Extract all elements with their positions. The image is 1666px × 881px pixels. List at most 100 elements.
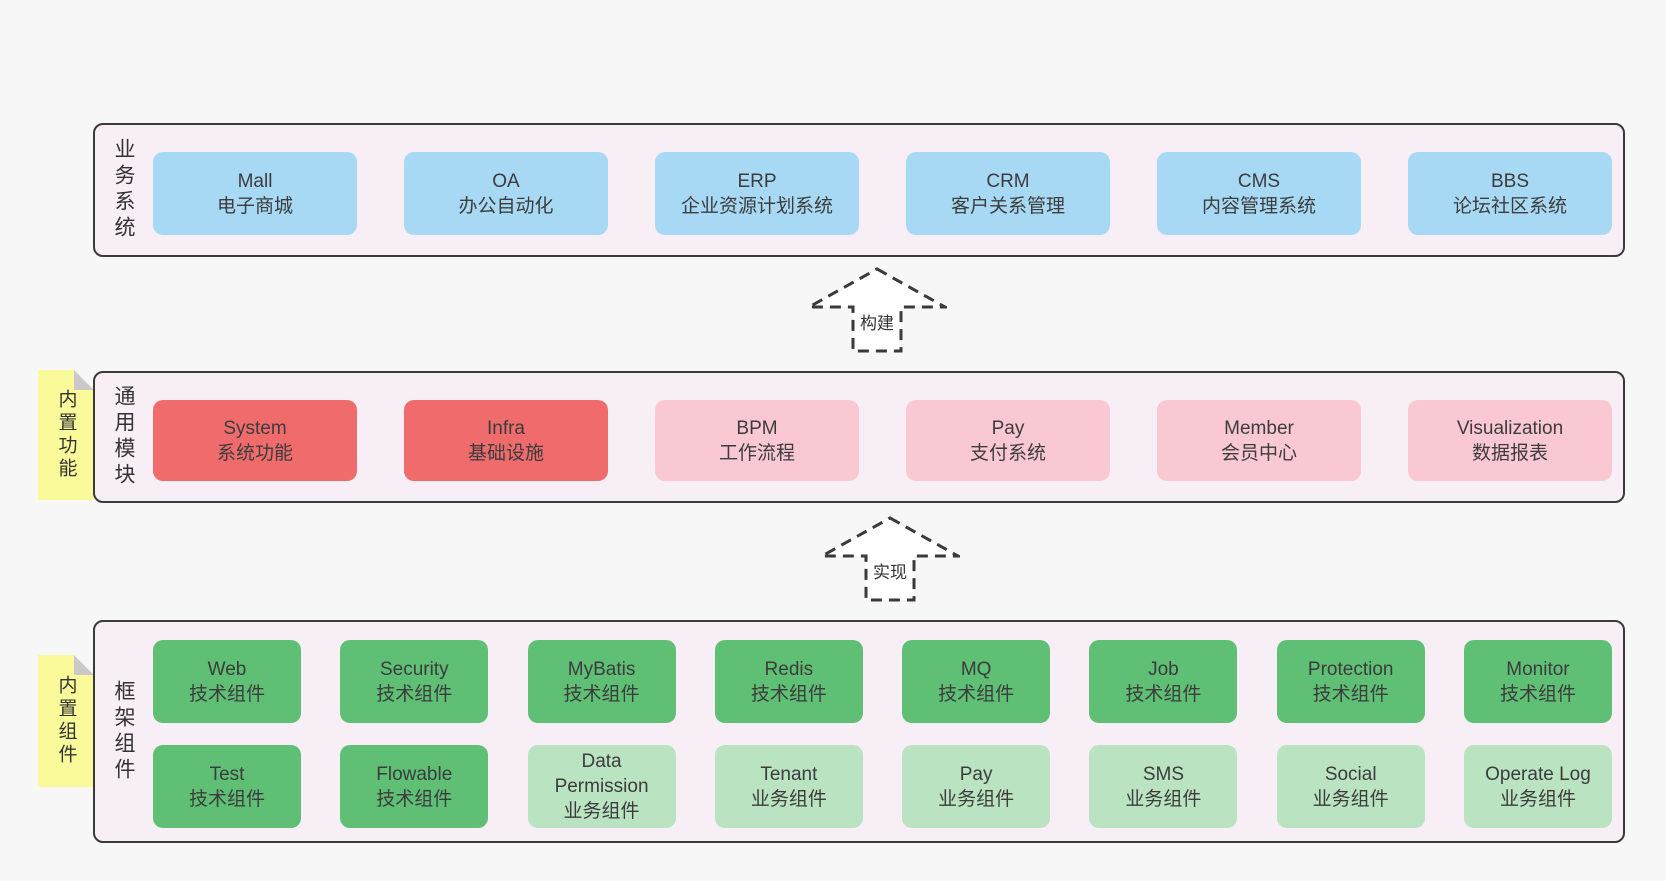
box-subtitle: 业务组件: [938, 788, 1015, 810]
box-title: BPM: [736, 417, 778, 439]
box-subtitle: 企业资源计划系统: [680, 195, 833, 217]
box-title: Web: [207, 658, 247, 680]
box-title: ERP: [737, 170, 777, 192]
box-flowable: Flowable 技术组件: [340, 745, 489, 828]
box-member: Member 会员中心: [1157, 400, 1361, 481]
box-subtitle: 电子商城: [216, 195, 293, 217]
arrow-label: 实现: [870, 558, 910, 583]
box-infra: Infra 基础设施: [404, 400, 608, 481]
layer-business-systems: 业务系统 Mall 电子商城 OA 办公自动化 ERP 企业资源计划系统 CRM 客户关系管理…: [93, 123, 1625, 257]
box-web: Web 技术组件: [153, 640, 301, 723]
layer-title-vertical: 通用模块: [112, 385, 135, 489]
sticky-tag-label: 内置组件: [55, 675, 77, 767]
box-subtitle: 论坛社区系统: [1452, 195, 1567, 217]
box-pay: Pay 业务组件: [902, 745, 1051, 828]
box-title: Monitor: [1506, 658, 1570, 680]
box-subtitle: 业务组件: [1125, 788, 1202, 810]
box-title: Operate Log: [1485, 763, 1591, 785]
box-cms: CMS 内容管理系统: [1157, 152, 1361, 235]
box-subtitle: 技术组件: [188, 788, 265, 810]
box-monitor: Monitor 技术组件: [1463, 640, 1612, 723]
box-erp: ERP 企业资源计划系统: [655, 152, 859, 235]
box-subtitle: 技术组件: [750, 683, 827, 705]
box-subtitle: 技术组件: [1499, 683, 1576, 705]
box-title: Member: [1224, 417, 1294, 439]
box-title: Pay: [991, 417, 1025, 439]
box-title: Infra: [486, 417, 526, 439]
box-subtitle: 技术组件: [188, 683, 265, 705]
box-subtitle: 技术组件: [376, 683, 453, 705]
box-pay: Pay 支付系统: [906, 400, 1110, 481]
box-protection: Protection 技术组件: [1276, 640, 1425, 723]
box-subtitle: 支付系统: [969, 442, 1046, 464]
up-arrow-build: 构建: [807, 267, 947, 353]
box-subtitle: 技术组件: [376, 788, 453, 810]
box-tenant: Tenant 业务组件: [714, 745, 863, 828]
box-subtitle: 业务组件: [1312, 788, 1389, 810]
up-arrow-implement: 实现: [820, 516, 960, 602]
sticky-tag-label: 内置功能: [55, 389, 77, 481]
common-modules-row: System 系统功能 Infra 基础设施 BPM 工作流程 Pay 支付系统 Member 会…: [153, 400, 1612, 481]
box-title: Pay: [959, 763, 993, 785]
box-system: System 系统功能: [153, 400, 357, 481]
sticky-tag-built-in-components: 内置组件: [38, 655, 94, 787]
box-title: SMS: [1142, 763, 1184, 785]
box-visualization: Visualization 数据报表: [1408, 400, 1612, 481]
box-bpm: BPM 工作流程: [655, 400, 859, 481]
box-bbs: BBS 论坛社区系统: [1408, 152, 1612, 235]
layer-title-vertical: 业务系统: [112, 138, 135, 242]
box-security: Security 技术组件: [340, 640, 489, 723]
arrow-label: 构建: [857, 309, 897, 334]
box-mybatis: MyBatis 技术组件: [527, 640, 676, 723]
layer-title-vertical: 框架组件: [112, 679, 135, 784]
box-social: Social 业务组件: [1276, 745, 1425, 828]
box-title: Test: [209, 763, 245, 785]
box-oa: OA 办公自动化: [404, 152, 608, 235]
box-title: Security: [379, 658, 449, 680]
box-subtitle: 业务组件: [1499, 788, 1576, 810]
box-title: OA: [492, 170, 520, 192]
box-subtitle: 业务组件: [750, 788, 827, 810]
box-crm: CRM 客户关系管理: [906, 152, 1110, 235]
box-title: CRM: [986, 170, 1030, 192]
business-systems-row: Mall 电子商城 OA 办公自动化 ERP 企业资源计划系统 CRM 客户关系管理 CMS 内容…: [153, 152, 1612, 235]
box-data-permission: Data Permission 业务组件: [527, 745, 676, 828]
box-title: Visualization: [1456, 417, 1564, 439]
box-sms: SMS 业务组件: [1089, 745, 1238, 828]
box-title: Flowable: [376, 763, 453, 785]
box-mall: Mall 电子商城: [153, 152, 357, 235]
box-subtitle: 客户关系管理: [950, 195, 1065, 217]
box-title: System: [223, 417, 287, 439]
box-subtitle: 技术组件: [1125, 683, 1202, 705]
box-title: Data Permission: [554, 751, 649, 797]
box-subtitle: 数据报表: [1471, 442, 1548, 464]
box-subtitle: 业务组件: [563, 801, 640, 822]
box-subtitle: 办公自动化: [458, 195, 554, 217]
box-title: MyBatis: [567, 658, 636, 680]
box-title: Social: [1324, 763, 1377, 785]
folded-corner-icon: [74, 370, 94, 390]
box-title: Job: [1148, 658, 1179, 680]
box-subtitle: 系统功能: [216, 442, 293, 464]
box-job: Job 技术组件: [1089, 640, 1238, 723]
box-subtitle: 内容管理系统: [1201, 195, 1316, 217]
box-subtitle: 会员中心: [1220, 442, 1297, 464]
box-subtitle: 基础设施: [467, 442, 544, 464]
box-test: Test 技术组件: [153, 745, 301, 828]
box-title: Mall: [237, 170, 273, 192]
box-subtitle: 技术组件: [1312, 683, 1389, 705]
box-title: Protection: [1307, 658, 1394, 680]
folded-corner-icon: [74, 655, 94, 675]
box-title: MQ: [960, 658, 992, 680]
box-title: CMS: [1237, 170, 1281, 192]
box-title: BBS: [1490, 170, 1530, 192]
box-subtitle: 技术组件: [563, 683, 640, 705]
box-subtitle: 工作流程: [718, 442, 795, 464]
box-title: Tenant: [760, 763, 818, 785]
